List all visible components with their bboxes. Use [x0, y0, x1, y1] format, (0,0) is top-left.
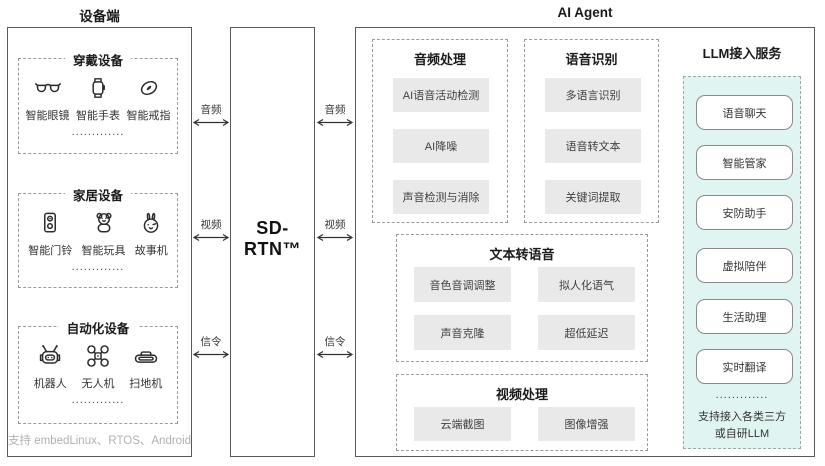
more-dots: ............. [715, 389, 769, 401]
link-signaling-right: 信令 [316, 334, 354, 359]
device-item: 智能门铃 [28, 209, 72, 258]
device-item-label: 故事机 [134, 245, 168, 257]
feature-chip: 图像增强 [538, 407, 635, 441]
link-label: 信令 [200, 336, 222, 348]
text-to-speech-section: 文本转语音 音色音调调整 拟人化语气 声音克隆 超低延迟 [396, 234, 648, 362]
more-dots: ............. [71, 126, 125, 138]
device-item: 机器人 [34, 342, 67, 391]
glasses-icon [34, 83, 61, 93]
smartwatch-icon [92, 78, 105, 98]
teddy-bear-icon [95, 212, 112, 233]
device-side-title: 设备端 [79, 9, 120, 24]
section-title: 视频处理 [495, 387, 548, 402]
feature-chip: 音色音调调整 [414, 267, 511, 302]
feature-chip: AI语音活动检测 [393, 78, 489, 112]
more-dots: ............. [71, 394, 125, 406]
feature-chip: 超低延迟 [538, 315, 635, 350]
device-item: 无人机 [82, 342, 115, 391]
device-item-label: 智能眼镜 [25, 110, 70, 122]
device-group-wearable: 穿戴设备 智能眼镜 智能手表 [18, 50, 178, 154]
device-item: 智能眼镜 [26, 74, 70, 123]
llm-use-case: 智能管家 [696, 145, 793, 180]
device-item-label: 智能戒指 [126, 110, 171, 122]
feature-chip: AI降噪 [393, 129, 489, 163]
double-arrow-icon [192, 118, 230, 127]
section-title: 音频处理 [413, 52, 466, 67]
link-signaling-left: 信令 [192, 334, 230, 359]
device-group-automation: 自动化设备 机器人 [18, 318, 178, 424]
device-item-label: 扫地机 [129, 378, 163, 390]
link-label: 视频 [200, 219, 222, 231]
video-processing-section: 视频处理 云端截图 图像增强 [396, 374, 648, 451]
more-dots: ............. [71, 261, 125, 273]
link-label: 音频 [200, 104, 222, 116]
link-video-left: 视频 [192, 217, 230, 242]
device-group-title: 自动化设备 [58, 318, 138, 337]
device-item-label: 智能玩具 [81, 245, 126, 257]
device-item: 智能戒指 [127, 74, 171, 123]
double-arrow-icon [192, 233, 230, 242]
ai-agent-panel: 音频处理 AI语音活动检测 AI降噪 声音检测与消除 语音识别 多语言识别 语音… [355, 27, 815, 457]
device-item: 智能玩具 [82, 209, 126, 258]
llm-use-case: 实时翻译 [696, 349, 793, 384]
feature-chip: 声音检测与消除 [393, 180, 489, 214]
link-audio-right: 音频 [316, 102, 354, 127]
device-item-label: 机器人 [33, 378, 67, 390]
device-group-home: 家居设备 智能门铃 智能玩具 [18, 185, 178, 288]
device-group-title: 家居设备 [64, 185, 132, 204]
sd-rtn-panel: SD-RTN™ [230, 27, 315, 457]
feature-chip: 语音转文本 [545, 129, 641, 163]
link-label: 视频 [324, 219, 346, 231]
device-item: 故事机 [135, 209, 168, 258]
double-arrow-icon [316, 118, 354, 127]
section-title: 文本转语音 [489, 247, 555, 262]
llm-use-case: 安防助手 [696, 195, 793, 230]
device-os-footnote: 支持 embedLinux、RTOS、Android [8, 435, 192, 447]
feature-chip: 声音克隆 [414, 315, 511, 350]
ai-agent-title: AI Agent [557, 5, 613, 20]
device-item: 扫地机 [129, 342, 162, 391]
ring-icon [140, 80, 157, 96]
link-label: 音频 [324, 104, 346, 116]
link-audio-left: 音频 [192, 102, 230, 127]
section-title: 语音识别 [565, 52, 618, 67]
rabbit-icon [143, 212, 159, 233]
double-arrow-icon [316, 233, 354, 242]
robot-icon [40, 345, 61, 364]
feature-chip: 多语言识别 [545, 78, 641, 112]
audio-processing-section: 音频处理 AI语音活动检测 AI降噪 声音检测与消除 [372, 39, 508, 223]
sd-rtn-label: SD-RTN™ [244, 218, 301, 259]
feature-chip: 云端截图 [414, 407, 511, 441]
llm-service-title: LLM接入服务 [702, 46, 782, 61]
llm-use-case: 虚拟陪伴 [696, 248, 793, 283]
vacuum-icon [134, 351, 157, 363]
doorbell-icon [44, 212, 57, 233]
llm-use-case: 语音聊天 [696, 95, 793, 130]
device-item-label: 智能门铃 [28, 245, 73, 257]
device-item-label: 智能手表 [76, 110, 120, 122]
feature-chip: 关键词提取 [545, 180, 641, 214]
llm-use-case: 生活助理 [696, 299, 793, 334]
device-group-title: 穿戴设备 [64, 50, 132, 69]
device-item-label: 无人机 [81, 378, 115, 390]
llm-note-line1: 支持接入各类三方 [698, 411, 786, 423]
feature-chip: 拟人化语气 [538, 267, 635, 302]
speech-recognition-section: 语音识别 多语言识别 语音转文本 关键词提取 [524, 39, 659, 223]
double-arrow-icon [316, 350, 354, 359]
llm-note-line2: 或自研LLM [714, 428, 770, 440]
link-label: 信令 [324, 336, 346, 348]
link-video-right: 视频 [316, 217, 354, 242]
device-side-panel: 穿戴设备 智能眼镜 智能手表 [7, 27, 192, 457]
device-item: 智能手表 [76, 74, 120, 123]
llm-service-section: 语音聊天 智能管家 安防助手 虚拟陪伴 生活助理 实时翻译 ..........… [683, 76, 801, 449]
double-arrow-icon [192, 350, 230, 359]
drone-icon [87, 345, 109, 367]
